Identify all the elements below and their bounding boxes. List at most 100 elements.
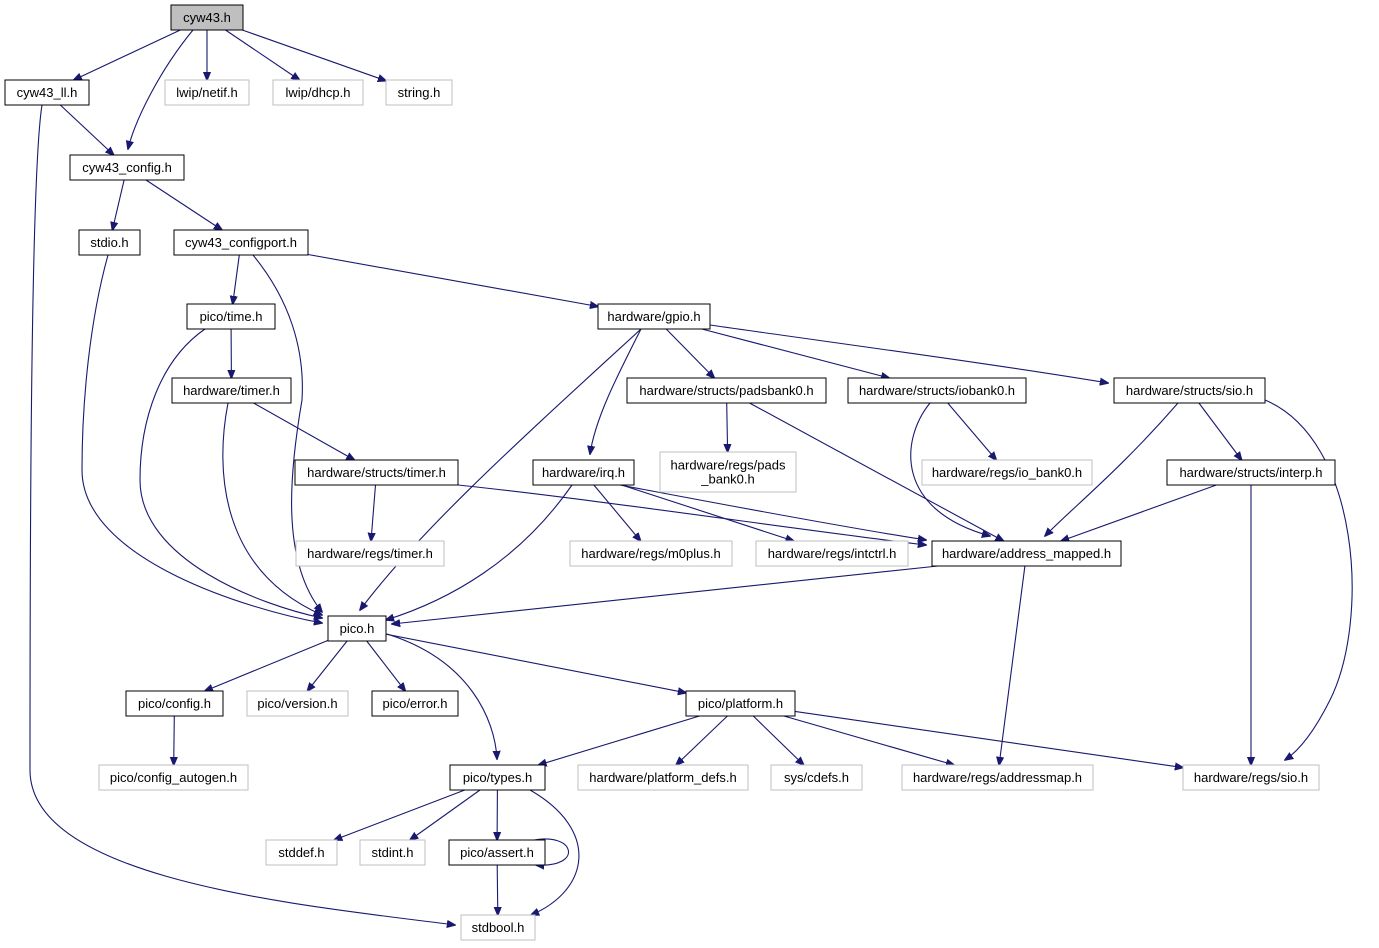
node-label: hardware/structs/interp.h: [1179, 465, 1322, 480]
node-stddef: stddef.h: [265, 839, 338, 866]
node-box: [246, 690, 349, 717]
edge-hardware_timer-to-pico: [222, 402, 322, 615]
node-label: cyw43.h: [183, 10, 231, 25]
node-cyw43-config[interactable]: cyw43_config.h: [69, 154, 185, 181]
node-label: hardware/regs/timer.h: [307, 546, 433, 561]
node-label: stdbool.h: [472, 920, 525, 935]
node-pico-assert[interactable]: pico/assert.h: [448, 839, 546, 866]
node-stdbool: stdbool.h: [460, 914, 536, 941]
edge-hs_sio-to-hr_sio: [1264, 399, 1353, 760]
node-label: hardware/gpio.h: [607, 309, 700, 324]
node-hs-interp[interactable]: hardware/structs/interp.h: [1166, 459, 1336, 486]
node-box: [98, 764, 249, 791]
node-pico-types[interactable]: pico/types.h: [449, 764, 546, 791]
node-hs-sio[interactable]: hardware/structs/sio.h: [1113, 377, 1266, 404]
node-stdio[interactable]: stdio.h: [78, 229, 141, 256]
edge-hs_sio-to-address_mapped: [1045, 402, 1179, 536]
edge-cyw43-to-string: [242, 29, 386, 81]
node-box: [931, 540, 1122, 567]
edge-hardware_irq-to-hr_m0plus: [593, 484, 641, 541]
node-label: hardware/regs/addressmap.h: [913, 770, 1082, 785]
node-label: hardware/irq.h: [542, 465, 625, 480]
edge-pico_platform-to-pico_types: [539, 715, 700, 765]
node-label: pico/time.h: [200, 309, 263, 324]
node-label: pico/platform.h: [698, 696, 783, 711]
edge-pico_platform-to-hr_addressmap: [783, 715, 954, 765]
node-box: [847, 377, 1027, 404]
node-hr-pads-bank0: hardware/regs/pads_bank0.h: [659, 451, 797, 493]
node-pico[interactable]: pico.h: [327, 615, 387, 642]
edge-cyw43-to-lwip_dhcp: [225, 29, 300, 80]
node-box: [294, 459, 459, 486]
node-cyw43[interactable]: cyw43.h: [170, 4, 244, 31]
node-box: [770, 764, 863, 791]
edge-cyw43-to-cyw43_ll: [74, 29, 181, 80]
node-pico-config[interactable]: pico/config.h: [125, 690, 224, 717]
edge-pico-to-pico_platform: [385, 633, 686, 693]
edge-cyw43_ll-to-cyw43_config: [59, 104, 113, 155]
edge-hs_iobank0-to-address_mapped: [910, 402, 990, 536]
node-label: hardware/structs/timer.h: [307, 465, 446, 480]
node-pico-error[interactable]: pico/error.h: [371, 690, 459, 717]
edge-pico_config-to-pico_config_autogen: [174, 715, 175, 765]
node-box: [1113, 377, 1266, 404]
node-address-mapped[interactable]: hardware/address_mapped.h: [931, 540, 1122, 567]
node-label: hardware/structs/iobank0.h: [859, 383, 1015, 398]
node-box: [272, 79, 364, 106]
node-hs-padsbank0[interactable]: hardware/structs/padsbank0.h: [626, 377, 827, 404]
node-box: [78, 229, 141, 256]
node-label: cyw43_configport.h: [185, 235, 297, 250]
node-label: stddef.h: [278, 845, 324, 860]
node-hs-iobank0[interactable]: hardware/structs/iobank0.h: [847, 377, 1027, 404]
edge-hardware_irq-to-address_mapped: [619, 484, 926, 540]
node-box: [1166, 459, 1336, 486]
node-hr-io-bank0: hardware/regs/io_bank0.h: [921, 459, 1093, 486]
edge-pico_platform-to-platform_defs: [676, 715, 728, 765]
node-hardware-timer[interactable]: hardware/timer.h: [171, 377, 292, 404]
node-box: [385, 79, 453, 106]
node-hr-intctrl: hardware/regs/intctrl.h: [755, 540, 909, 567]
node-box: [460, 914, 536, 941]
edge-stdio-to-pico: [81, 254, 322, 623]
node-label: hardware/structs/padsbank0.h: [639, 383, 813, 398]
node-box: [755, 540, 909, 567]
node-box: [164, 79, 250, 106]
node-cyw43-ll[interactable]: cyw43_ll.h: [4, 79, 90, 106]
node-pico-time[interactable]: pico/time.h: [186, 303, 276, 330]
node-box: [449, 764, 546, 791]
node-box: [359, 839, 426, 866]
node-box: [659, 451, 797, 493]
node-cyw43-configport[interactable]: cyw43_configport.h: [173, 229, 309, 256]
node-box: [170, 4, 244, 31]
node-hs-timer[interactable]: hardware/structs/timer.h: [294, 459, 459, 486]
edge-pico_time-to-pico: [139, 328, 322, 618]
edge-pico-to-pico_error: [366, 640, 406, 691]
edge-pico-to-pico_config: [205, 639, 329, 691]
edge-hardware_irq-to-pico: [386, 484, 573, 620]
node-hardware-gpio[interactable]: hardware/gpio.h: [597, 303, 711, 330]
node-hr-m0plus: hardware/regs/m0plus.h: [569, 540, 733, 567]
node-box: [569, 540, 733, 567]
node-hardware-irq[interactable]: hardware/irq.h: [532, 459, 635, 486]
node-label: hardware/regs/intctrl.h: [768, 546, 897, 561]
node-label: pico/types.h: [463, 770, 532, 785]
edge-hardware_gpio-to-hs_padsbank0: [665, 328, 714, 378]
node-label: lwip/dhcp.h: [285, 85, 350, 100]
edge-cyw43_config-to-stdio: [112, 179, 125, 230]
node-lwip-netif: lwip/netif.h: [164, 79, 250, 106]
node-label: string.h: [398, 85, 441, 100]
node-box: [921, 459, 1093, 486]
node-pico-platform[interactable]: pico/platform.h: [685, 690, 796, 717]
edge-pico_types-to-stddef: [334, 789, 465, 840]
node-box: [69, 154, 185, 181]
node-label: pico.h: [340, 621, 375, 636]
node-label: pico/config_autogen.h: [110, 770, 237, 785]
edge-pico_assert-to-pico_assert: [529, 838, 569, 865]
edge-pico_platform-to-sys_cdefs: [752, 715, 803, 765]
edge-hardware_irq-to-hr_intctrl: [621, 484, 794, 541]
edge-hs_timer-to-hr_timer: [371, 484, 377, 541]
edge-cyw43_ll-to-stdbool: [29, 104, 455, 925]
edge-address_mapped-to-hr_addressmap: [999, 565, 1026, 765]
node-box: [173, 229, 309, 256]
